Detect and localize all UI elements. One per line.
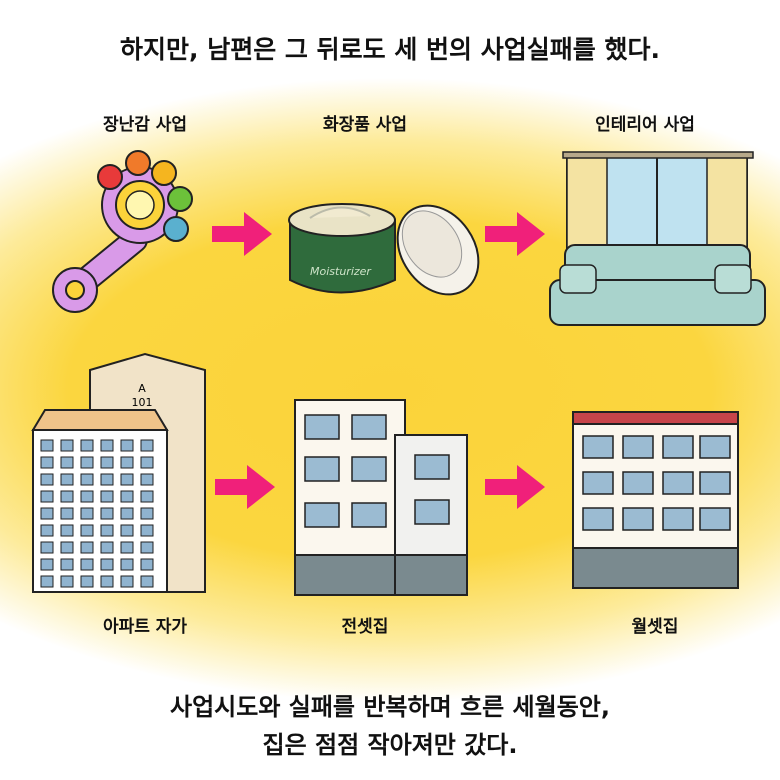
window: [60, 439, 74, 452]
window: [140, 473, 154, 486]
arrow-icon: [215, 465, 275, 509]
window: [140, 490, 154, 503]
window: [140, 575, 154, 588]
window: [40, 558, 54, 571]
arrow-icon: [485, 212, 545, 256]
window: [80, 490, 94, 503]
jeonse-building-icon: [294, 399, 468, 596]
window: [140, 507, 154, 520]
window: [100, 524, 114, 537]
window: [80, 473, 94, 486]
footer-line-2: 집은 점점 작아져만 갔다.: [262, 731, 518, 759]
window: [40, 575, 54, 588]
window: [40, 524, 54, 537]
window: [80, 507, 94, 520]
window: [40, 439, 54, 452]
footer-caption: 사업시도와 실패를 반복하며 흐른 세월동안, 집은 점점 작아져만 갔다.: [0, 688, 780, 764]
window: [140, 456, 154, 469]
jar-label: Moisturizer: [310, 265, 372, 278]
window: [140, 541, 154, 554]
window: [60, 558, 74, 571]
window: [80, 558, 94, 571]
window: [120, 507, 134, 520]
apartment-building-icon: A 101: [31, 352, 206, 593]
toy-rattle-icon: [52, 150, 193, 313]
window: [40, 490, 54, 503]
sofa-window-icon: [549, 151, 766, 326]
window: [100, 558, 114, 571]
label-owned-apartment: 아파트 자가: [102, 617, 188, 637]
window: [40, 473, 54, 486]
window: [100, 490, 114, 503]
window: [60, 541, 74, 554]
footer-line-1: 사업시도와 실패를 반복하며 흐른 세월동안,: [170, 693, 610, 721]
window: [100, 575, 114, 588]
window: [120, 456, 134, 469]
cosmetic-jar-icon: Moisturizer: [288, 203, 480, 296]
window: [100, 439, 114, 452]
window: [60, 507, 74, 520]
window: [40, 456, 54, 469]
arrow-icon: [485, 465, 545, 509]
window: [60, 575, 74, 588]
window: [140, 524, 154, 537]
window: [80, 439, 94, 452]
window: [120, 490, 134, 503]
window: [120, 439, 134, 452]
building-unit: 101: [132, 396, 153, 409]
label-cosmetics-business: 화장품 사업: [322, 115, 408, 135]
window: [100, 507, 114, 520]
building-block: A: [138, 382, 146, 395]
window: [100, 473, 114, 486]
arrow-icon: [212, 212, 272, 256]
window: [100, 541, 114, 554]
label-interior-business: 인테리어 사업: [595, 115, 695, 135]
window: [60, 490, 74, 503]
window: [40, 507, 54, 520]
label-jeonse-house: 전셋집: [341, 617, 389, 637]
window: [80, 524, 94, 537]
window: [120, 473, 134, 486]
window: [80, 541, 94, 554]
label-toy-business: 장난감 사업: [102, 115, 188, 135]
window: [120, 575, 134, 588]
window: [120, 524, 134, 537]
window: [80, 575, 94, 588]
window: [140, 439, 154, 452]
page-title: 하지만, 남편은 그 뒤로도 세 번의 사업실패를 했다.: [120, 35, 660, 64]
label-wolse-house: 월셋집: [631, 617, 679, 637]
window: [60, 524, 74, 537]
window: [60, 473, 74, 486]
window: [120, 541, 134, 554]
window: [40, 541, 54, 554]
wolse-building-icon: [572, 411, 739, 589]
window: [100, 456, 114, 469]
window: [140, 558, 154, 571]
window: [120, 558, 134, 571]
window: [60, 456, 74, 469]
window: [80, 456, 94, 469]
